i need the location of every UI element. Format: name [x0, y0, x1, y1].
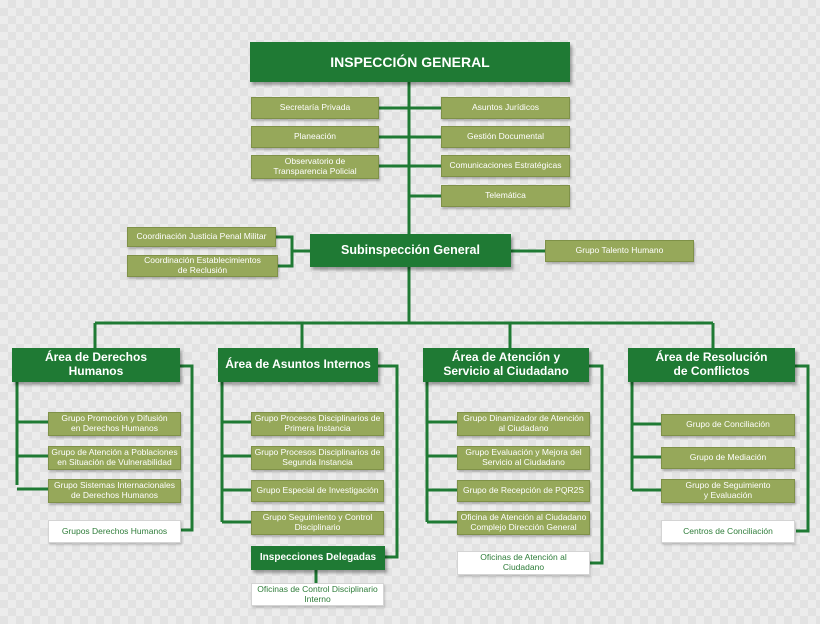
- staff-box-observatorio[interactable]: Observatorio de Transparencia Policial: [251, 155, 379, 179]
- group-box[interactable]: Grupo Procesos Disciplinarios de Primera…: [251, 412, 384, 436]
- area-atencion-ciudadano-box[interactable]: Área de Atención y Servicio al Ciudadano: [423, 348, 589, 382]
- area-resolucion-conflictos-box[interactable]: Área de Resolución de Conflictos: [628, 348, 795, 382]
- group-box[interactable]: Grupo Especial de Investigación: [251, 480, 384, 502]
- staff-box-asuntos-juridicos[interactable]: Asuntos Jurídicos: [441, 97, 570, 119]
- group-box[interactable]: Grupo Seguimiento y Control Disciplinari…: [251, 511, 384, 535]
- group-box[interactable]: Grupo de Seguimiento y Evaluación: [661, 479, 795, 503]
- group-box[interactable]: Grupo de Recepción de PQR2S: [457, 480, 590, 502]
- area-asuntos-internos-box[interactable]: Área de Asuntos Internos: [218, 348, 378, 382]
- area-derechos-humanos-box[interactable]: Área de Derechos Humanos: [12, 348, 180, 382]
- coordinacion-establecimientos-box[interactable]: Coordinación Establecimientos de Reclusi…: [127, 255, 278, 277]
- group-box[interactable]: Grupo de Conciliación: [661, 414, 795, 436]
- group-box[interactable]: Grupo Sistemas Internacionales de Derech…: [48, 479, 181, 503]
- staff-box-comunicaciones[interactable]: Comunicaciones Estratégicas: [441, 155, 570, 177]
- footer-box-centros-conciliacion[interactable]: Centros de Conciliación: [661, 520, 795, 543]
- group-box[interactable]: Grupo Promoción y Difusión en Derechos H…: [48, 412, 181, 436]
- inspeccion-general-box[interactable]: INSPECCIÓN GENERAL: [250, 42, 570, 82]
- grupo-talento-humano-box[interactable]: Grupo Talento Humano: [545, 240, 694, 262]
- footer-box-atencion-ciudadano[interactable]: Oficinas de Atención al Ciudadano: [457, 551, 590, 575]
- group-box[interactable]: Grupo de Mediación: [661, 447, 795, 469]
- inspecciones-delegadas-box[interactable]: Inspecciones Delegadas: [251, 546, 385, 570]
- coordinacion-justicia-penal-box[interactable]: Coordinación Justicia Penal Militar: [127, 227, 276, 247]
- footer-box-derechos-humanos[interactable]: Grupos Derechos Humanos: [48, 520, 181, 543]
- staff-box-planeacion[interactable]: Planeación: [251, 126, 379, 148]
- group-box[interactable]: Grupo Dinamizador de Atención al Ciudada…: [457, 412, 590, 436]
- group-box[interactable]: Grupo Procesos Disciplinarios de Segunda…: [251, 446, 384, 470]
- subinspeccion-general-box[interactable]: Subinspección General: [310, 234, 511, 267]
- footer-box-control-disciplinario[interactable]: Oficinas de Control Disciplinario Intern…: [251, 583, 384, 606]
- staff-box-telematica[interactable]: Telemática: [441, 185, 570, 207]
- group-box[interactable]: Oficina de Atención al Ciudadano Complej…: [457, 511, 590, 535]
- staff-box-gestion-documental[interactable]: Gestión Documental: [441, 126, 570, 148]
- group-box[interactable]: Grupo Evaluación y Mejora del Servicio a…: [457, 446, 590, 470]
- staff-box-secretaria-privada[interactable]: Secretaría Privada: [251, 97, 379, 119]
- group-box[interactable]: Grupo de Atención a Poblaciones en Situa…: [48, 446, 181, 470]
